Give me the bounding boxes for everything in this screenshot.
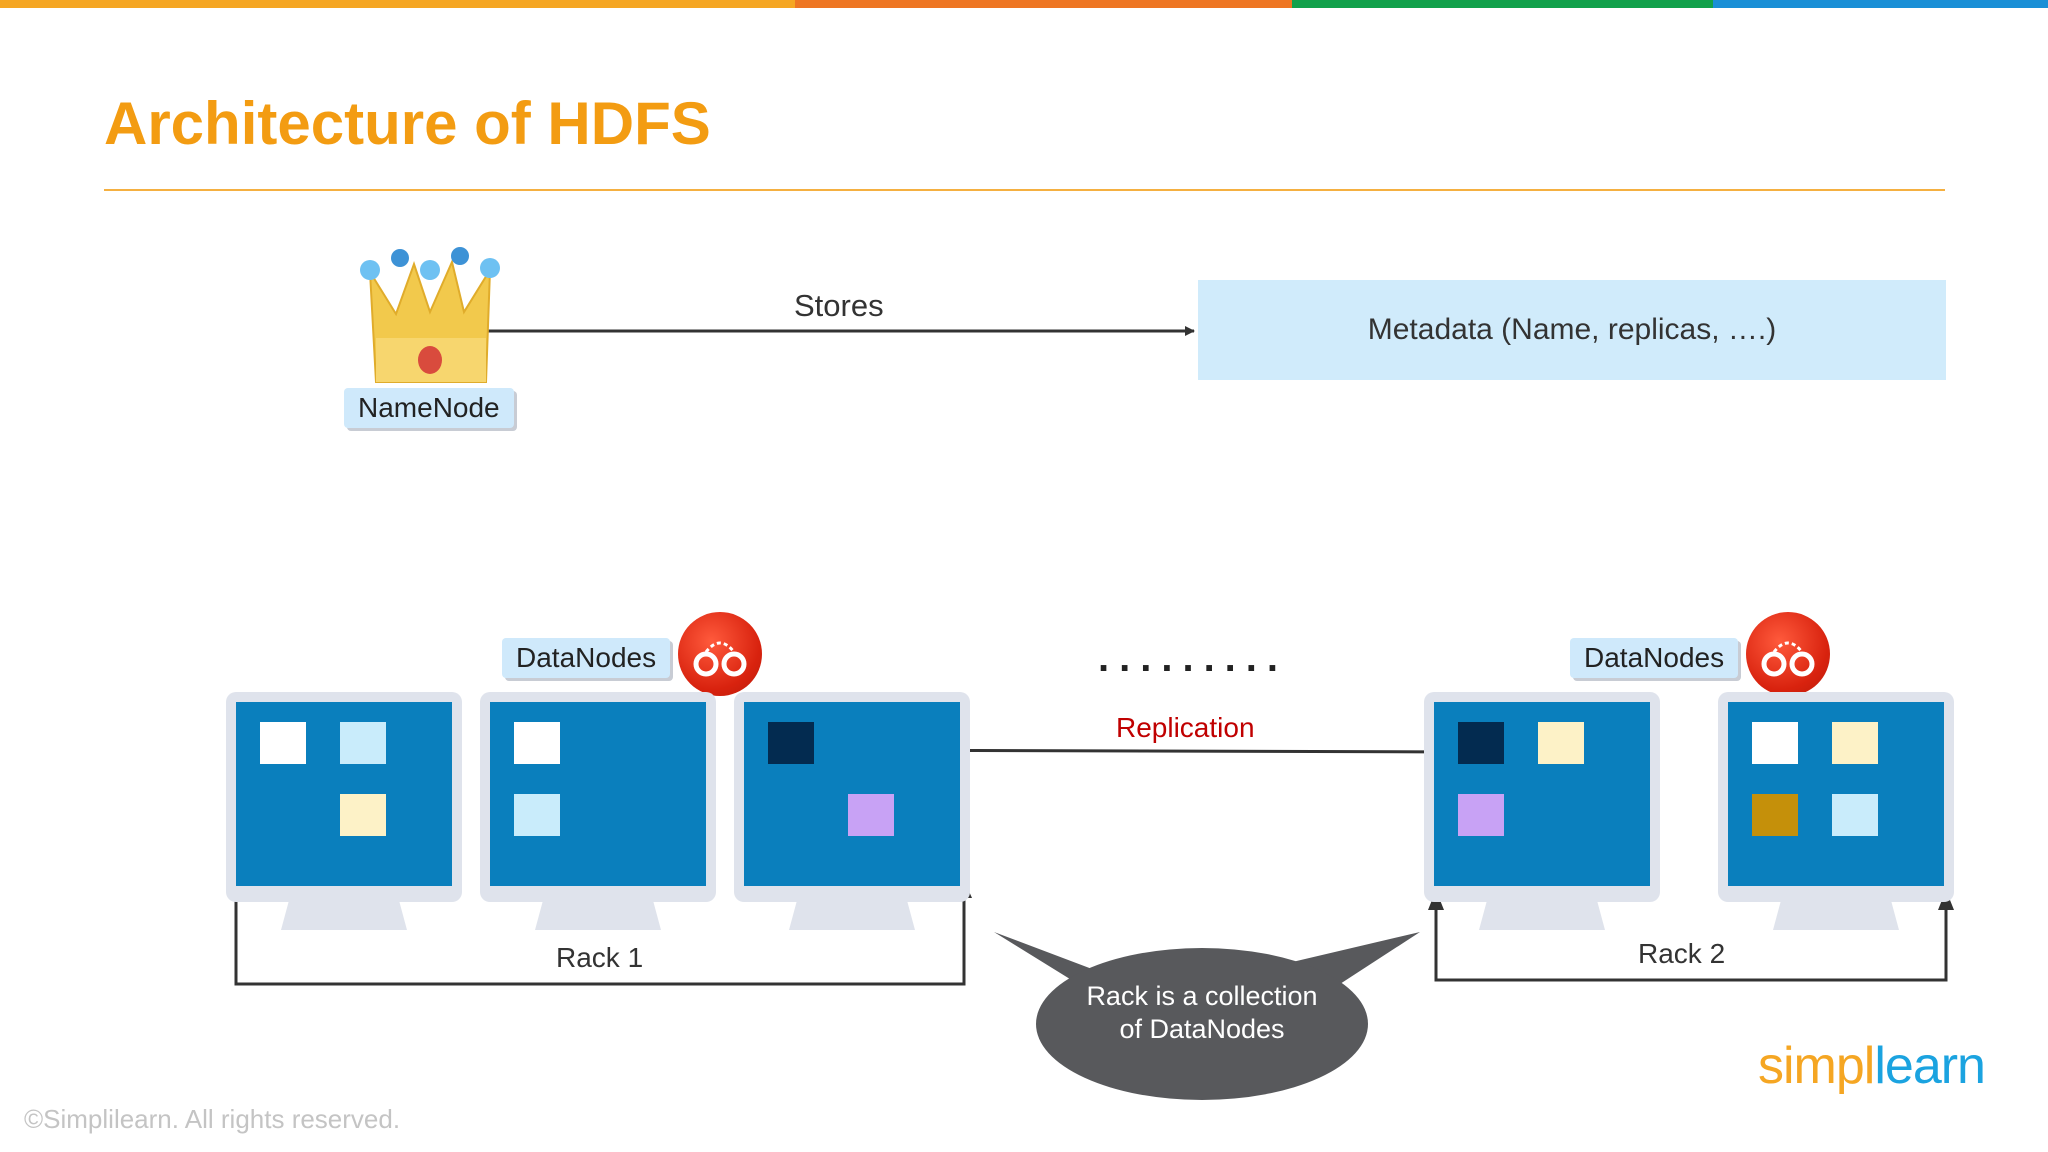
rack1-bracket — [234, 896, 966, 986]
monitor-frame — [1424, 692, 1660, 902]
top-bar-segment-2 — [795, 0, 1292, 8]
data-block — [1538, 722, 1584, 764]
monitor-stand — [281, 902, 407, 930]
data-block — [1458, 722, 1504, 764]
replication-label: Replication — [1116, 712, 1255, 743]
data-block — [848, 794, 894, 836]
handcuffs-icon — [693, 641, 747, 677]
slide-title: Architecture of HDFS — [104, 90, 711, 157]
title-divider — [104, 189, 1945, 191]
monitor-screen — [1434, 702, 1650, 886]
namenode-label: NameNode — [344, 388, 514, 428]
monitor-stand — [789, 902, 915, 930]
data-block — [1458, 794, 1504, 836]
rack2-label: Rack 2 — [1638, 938, 1726, 969]
rack1-badge — [678, 612, 762, 696]
handcuffs-icon — [1761, 641, 1815, 677]
data-block — [1752, 794, 1798, 836]
rack2-bracket — [1434, 896, 1948, 982]
callout-line-1: Rack is a collection — [1086, 981, 1318, 1011]
rack1-datanode-3 — [734, 692, 970, 932]
monitor-stand — [1773, 902, 1899, 930]
top-bar-segment-3 — [1292, 0, 1713, 8]
callout-text: Rack is a collection of DataNodes — [1020, 980, 1384, 1046]
logo-part-1: simpl — [1758, 1037, 1875, 1095]
ellipsis-separator: ......... — [1098, 636, 1289, 680]
data-block — [340, 722, 386, 764]
rack2-datanode-2 — [1718, 692, 1954, 932]
data-block — [1832, 722, 1878, 764]
logo-part-2: learn — [1874, 1037, 1986, 1095]
monitor-stand — [1479, 902, 1605, 930]
monitor-frame — [1718, 692, 1954, 902]
monitor-screen — [744, 702, 960, 886]
callout-line-2: of DataNodes — [1119, 1014, 1285, 1044]
callout-bubble — [994, 932, 1420, 1100]
copyright-text: ©Simplilearn. All rights reserved. — [24, 1104, 401, 1134]
rack1-label: Rack 1 — [556, 942, 644, 973]
data-block — [1832, 794, 1878, 836]
monitor-screen — [1728, 702, 1944, 886]
top-color-bar — [0, 0, 2048, 8]
top-bar-segment-1 — [0, 0, 795, 8]
rack1-datanode-2 — [480, 692, 716, 932]
rack2-datanodes-label: DataNodes — [1570, 638, 1739, 678]
data-block — [1752, 722, 1798, 764]
data-block — [260, 722, 306, 764]
rack2-datanode-1 — [1424, 692, 1660, 932]
monitor-screen — [490, 702, 706, 886]
data-block — [340, 794, 386, 836]
data-block — [514, 794, 560, 836]
data-block — [514, 722, 560, 764]
monitor-frame — [226, 692, 462, 902]
rack1-datanodes-label: DataNodes — [502, 638, 671, 678]
monitor-stand — [535, 902, 661, 930]
rack2-badge — [1746, 612, 1830, 696]
top-bar-segment-4 — [1713, 0, 2048, 8]
monitor-frame — [734, 692, 970, 902]
metadata-box: Metadata (Name, replicas, ….) — [1198, 280, 1946, 380]
data-block — [768, 722, 814, 764]
monitor-screen — [236, 702, 452, 886]
monitor-frame — [480, 692, 716, 902]
simplilearn-logo: simpllearn — [1758, 1036, 1986, 1096]
rack1-datanode-1 — [226, 692, 462, 932]
stores-label: Stores — [794, 288, 884, 323]
crown-icon — [360, 247, 500, 383]
